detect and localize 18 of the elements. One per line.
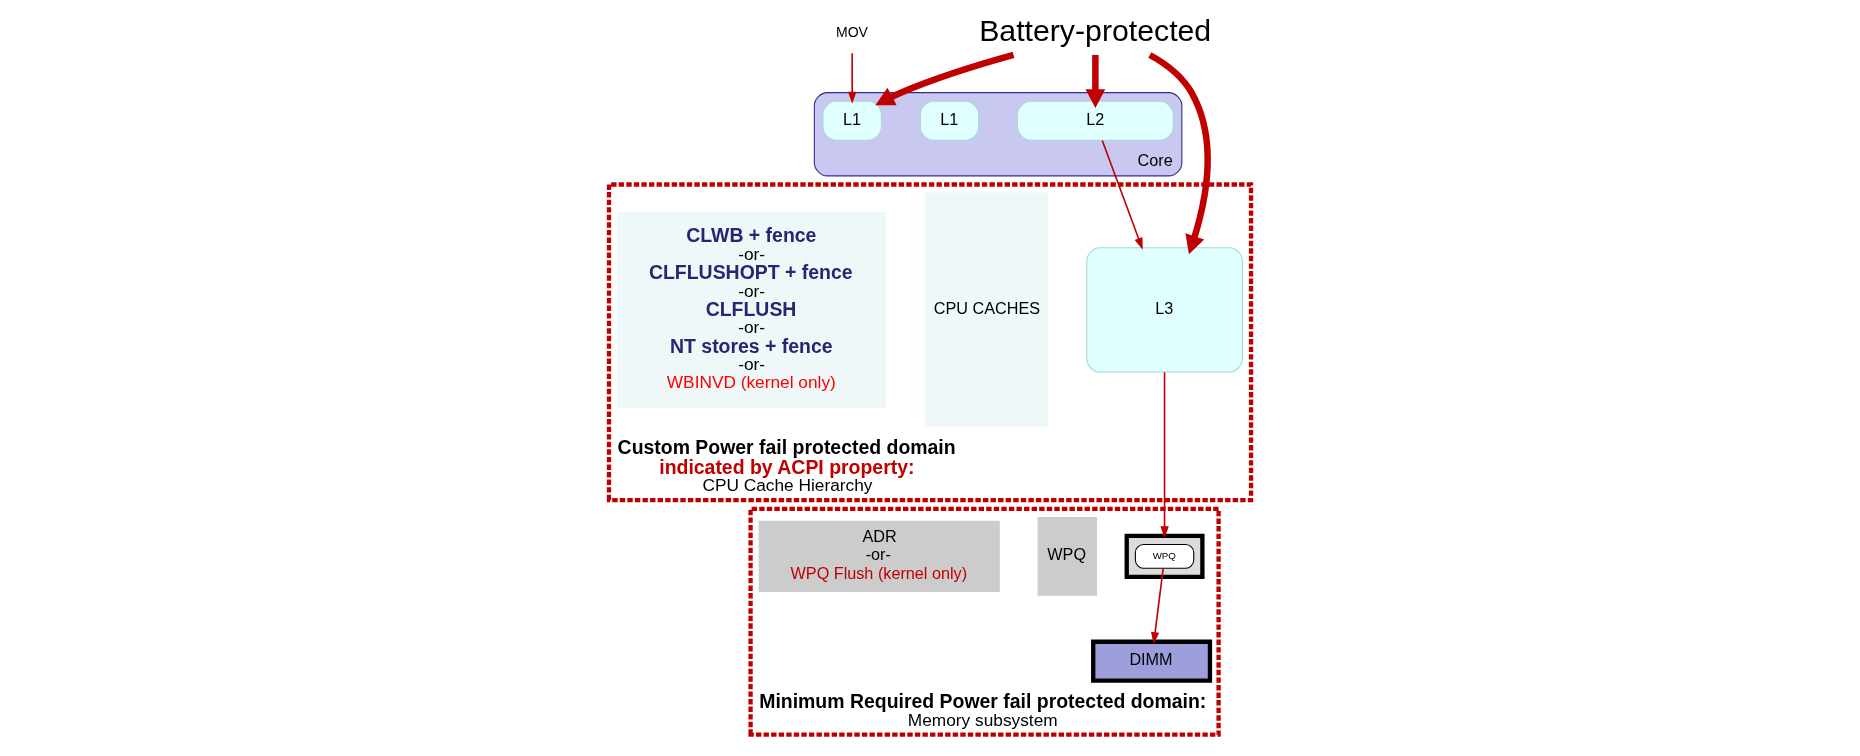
node-box: L2 — [1017, 100, 1174, 141]
node-box: DIMM — [1091, 639, 1213, 683]
node-text: MOV — [835, 24, 868, 41]
node-box: L3 — [1086, 247, 1243, 373]
node-text: Battery-protected — [979, 14, 1212, 48]
arrow — [1150, 567, 1164, 645]
node-box: L1 — [822, 100, 882, 141]
arrow — [1101, 139, 1143, 250]
arrow — [1148, 52, 1211, 255]
cluster — [1124, 533, 1205, 580]
node-box: WPQ — [1037, 516, 1097, 596]
node-box: WPQ — [1134, 543, 1195, 569]
node-box: ADR -or- WPQ Flush (kernel only) — [758, 520, 1000, 592]
arrow — [1085, 54, 1106, 109]
arrow — [875, 51, 1015, 106]
node-box: L1 — [919, 100, 980, 141]
arrow — [848, 52, 857, 104]
arrow — [1160, 371, 1169, 539]
